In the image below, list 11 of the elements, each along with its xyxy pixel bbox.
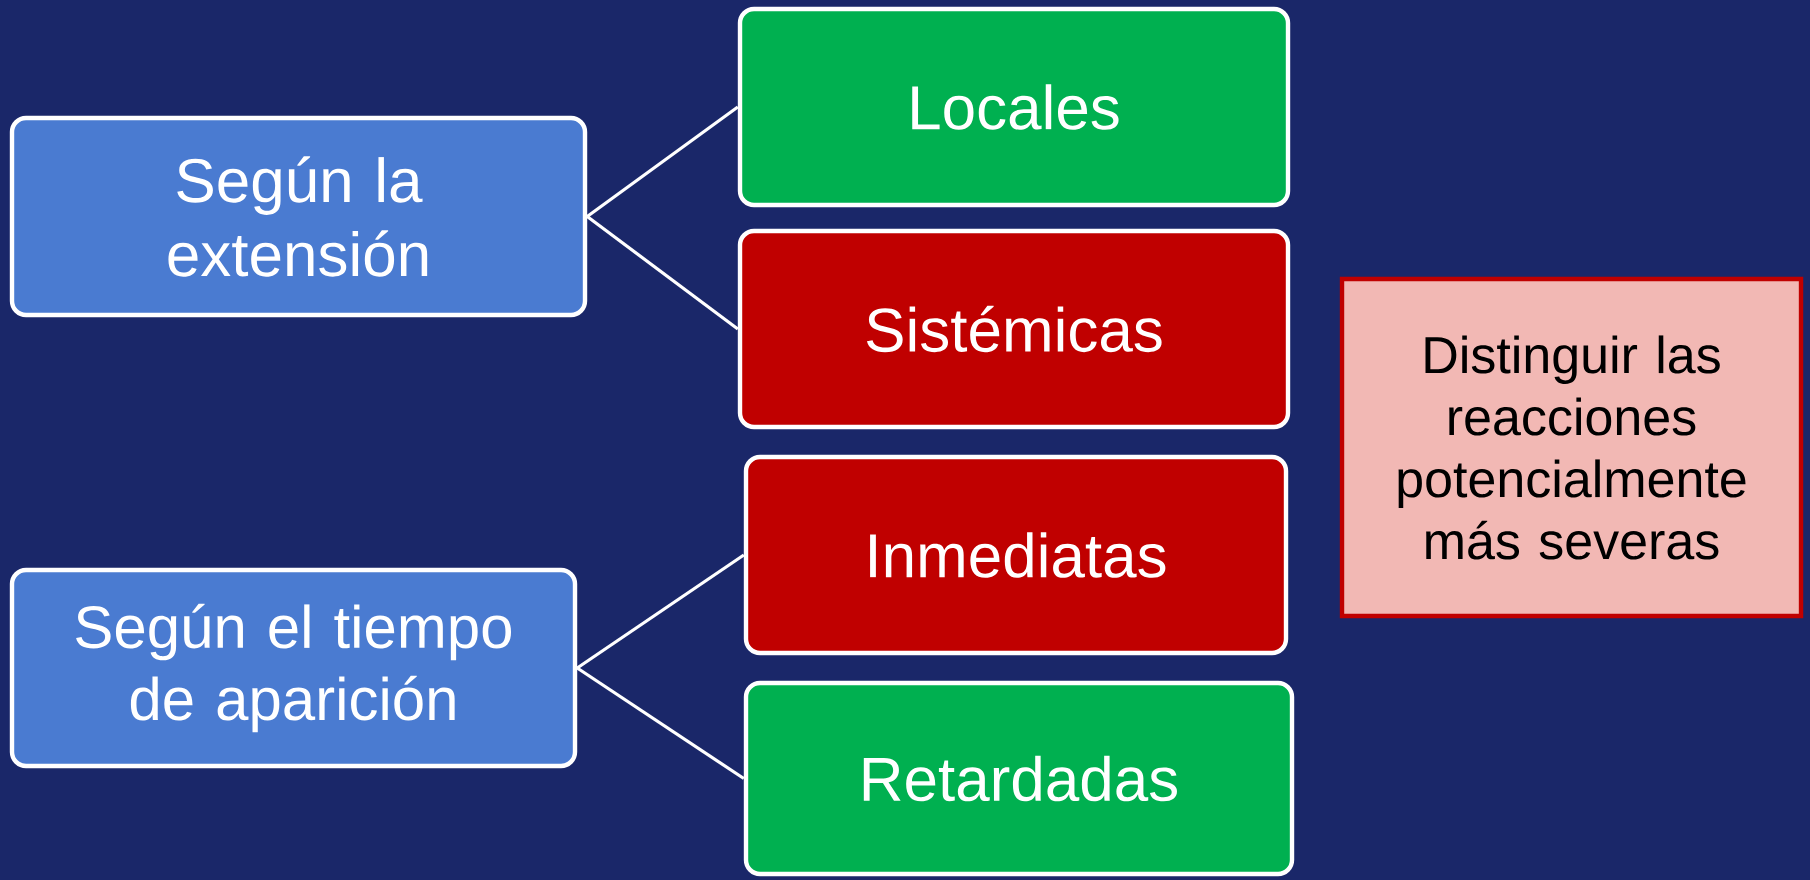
connector-line <box>576 553 745 670</box>
connector-line <box>586 215 739 331</box>
category-box: Retardadas <box>743 680 1295 877</box>
note-box: Distinguir las reacciones potencialmente más severas <box>1339 276 1804 619</box>
category-box: Locales <box>737 6 1291 208</box>
category-box: Según la extensión <box>9 115 588 318</box>
connector-line <box>586 105 739 218</box>
category-box: Según el tiempo de aparición <box>9 567 578 769</box>
connector-line <box>576 666 745 780</box>
category-box: Inmediatas <box>743 454 1289 656</box>
category-box: Sistémicas <box>737 228 1291 430</box>
